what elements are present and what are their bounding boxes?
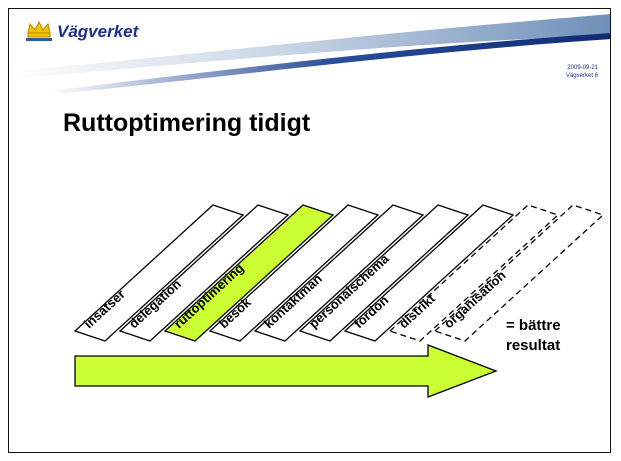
step-banner-shape [163, 204, 335, 342]
result-text: = bättre resultat [506, 316, 561, 356]
step-banner-shape [298, 204, 470, 342]
slide-date: 2009-09-21 [567, 65, 598, 71]
step-banner-shape [343, 204, 515, 342]
step-banner-shape [118, 204, 290, 342]
step-banner-shape [253, 204, 425, 342]
crown-logo-icon [26, 20, 52, 41]
slide-title: Ruttoptimering tidigt [63, 109, 311, 137]
step-banner-shape [208, 204, 380, 342]
slide-page-number: Vägverket 6 [565, 73, 598, 79]
step-banner-shape [433, 204, 605, 342]
step-banner-shape [388, 204, 560, 342]
result-line-2: resultat [506, 337, 561, 354]
result-line-1: = bättre [506, 317, 561, 334]
progress-arrow [74, 344, 498, 398]
header-swoosh [9, 14, 610, 95]
step-banner-shape [73, 204, 245, 342]
slide-frame: Vägverket 2009-09-21 Vägverket 6 Ruttopt… [8, 8, 611, 453]
brand-name: Vägverket [57, 22, 139, 41]
